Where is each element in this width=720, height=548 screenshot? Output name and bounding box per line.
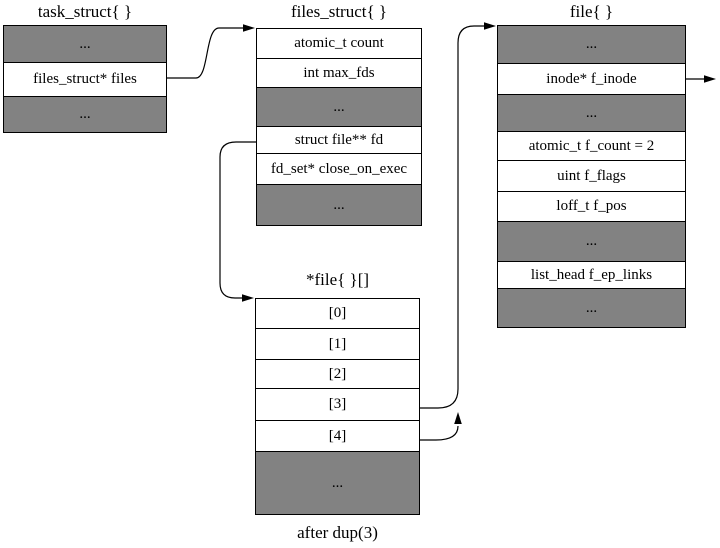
struct-row-fd-pointer: struct file** fd [257,126,421,153]
struct-row-f-pos: loff_t f_pos [498,191,685,221]
struct-row-count: atomic_t count [257,29,421,58]
arrowhead-icon [704,75,716,83]
files-pointer-arrow [167,27,243,79]
files-struct-box: atomic_t count int max_fds ... struct fi… [256,28,422,226]
struct-row-f-inode: inode* f_inode [498,63,685,94]
struct-row-ellipsis: ... [257,184,421,225]
struct-row-ellipsis: ... [256,451,419,514]
array-slot-0: [0] [256,299,419,328]
after-dup-caption: after dup(3) [297,523,378,542]
struct-row-files-pointer: files_struct* files [4,62,166,96]
arrowhead-icon [243,24,255,32]
struct-row-close-on-exec: fd_set* close_on_exec [257,153,421,184]
file-struct-box: ... inode* f_inode ... atomic_t f_count … [497,25,686,328]
fd3-pointer-arrow [420,25,484,409]
fd-array-box: [0] [1] [2] [3] [4] ... [255,298,420,515]
task-struct-box: ... files_struct* files ... [3,25,167,133]
array-slot-2: [2] [256,359,419,388]
struct-row-ellipsis: ... [498,26,685,63]
file-struct-title: file{ } [569,2,614,21]
task-struct-title: task_struct{ } [37,2,133,21]
array-slot-4: [4] [256,420,419,451]
struct-row-f-count: atomic_t f_count = 2 [498,131,685,160]
struct-row-f-ep-links: list_head f_ep_links [498,261,685,288]
struct-row-ellipsis: ... [498,94,685,131]
struct-row-max-fds: int max_fds [257,58,421,87]
fd-array-title: *file{ }[] [305,270,370,289]
struct-row-ellipsis: ... [257,87,421,126]
struct-row-ellipsis: ... [4,96,166,132]
struct-row-f-flags: uint f_flags [498,160,685,191]
files-struct-title: files_struct{ } [290,2,388,21]
arrowhead-icon [454,412,462,424]
array-slot-3: [3] [256,388,419,420]
fd-pointer-arrow [219,141,256,299]
arrowhead-icon [484,22,496,30]
struct-row-ellipsis: ... [498,221,685,261]
struct-row-ellipsis: ... [4,26,166,62]
arrowhead-icon [242,294,254,302]
array-slot-1: [1] [256,328,419,359]
struct-row-ellipsis: ... [498,288,685,327]
fd4-pointer-arrow [420,425,459,441]
